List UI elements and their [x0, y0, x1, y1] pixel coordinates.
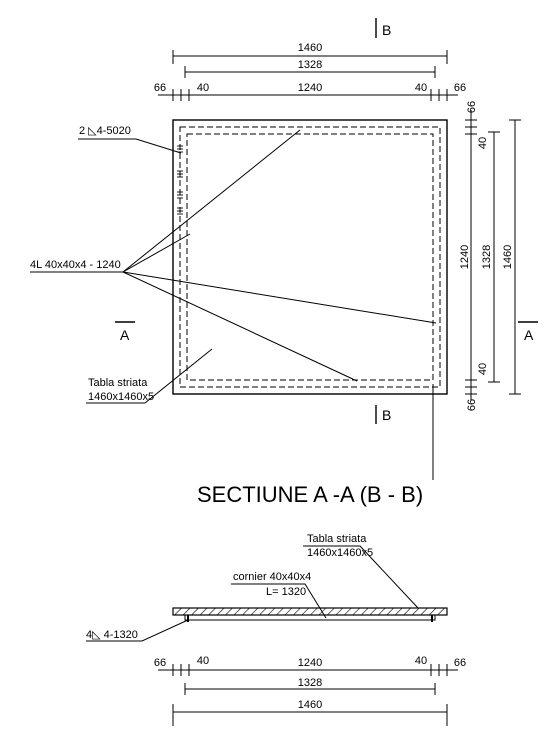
right-dimension-lines	[465, 110, 521, 400]
dim-left-edge-top: 66	[154, 82, 166, 94]
section-dim-left-edge: 66	[154, 657, 166, 669]
section-title: SECTIUNE A -A (B - B)	[197, 482, 423, 507]
angle-frame-inner	[186, 133, 434, 381]
top-dimension-lines	[158, 50, 458, 101]
angle-frame-outer	[179, 126, 441, 388]
section-a-label-left: A	[120, 327, 130, 343]
section-b-label-top: B	[382, 22, 391, 38]
section-angle-label-line1: cornier 40x40x4	[233, 571, 311, 583]
dim-left-angle-top: 40	[197, 82, 209, 94]
dim-right-bottom-edge: 66	[466, 399, 478, 411]
dim-right-middle: 1240	[459, 245, 471, 269]
dim-right-edge-top: 66	[454, 82, 466, 94]
dim-right-top-angle: 40	[477, 137, 489, 149]
leader-lines	[30, 129, 437, 480]
section-dim-middle: 1240	[298, 657, 322, 669]
dim-inner-top: 1328	[298, 59, 322, 71]
section-dim-overall: 1460	[298, 699, 322, 711]
dim-right-bottom-angle: 40	[477, 363, 489, 375]
dim-right-angle-top: 40	[415, 82, 427, 94]
plate-outline	[172, 119, 448, 395]
plan-view	[30, 18, 538, 480]
dim-overall-top: 1460	[298, 42, 322, 54]
section-dimension-lines	[158, 664, 458, 726]
dim-right-top-edge: 66	[466, 101, 478, 113]
section-a-label-right: A	[524, 327, 534, 343]
plate-callout-line1: Tabla striata	[88, 377, 148, 389]
plate-callout-line2: 1460x1460x5	[88, 391, 154, 403]
section-dim-inner: 1328	[298, 677, 322, 689]
section-view	[86, 545, 458, 726]
section-angle	[184, 614, 436, 621]
section-plate-label-line2: 1460x1460x5	[307, 547, 373, 559]
dim-right-inner: 1328	[481, 245, 493, 269]
section-leaders	[86, 545, 419, 642]
weld-callout: 2 ◺4-5020	[79, 125, 131, 137]
plan-text: B B A A 1460 1328 66 40 1240 40 66 66 40…	[30, 22, 534, 423]
section-plate	[172, 607, 448, 616]
section-b-label-bottom: B	[382, 407, 391, 423]
section-angle-label-line2: L= 1320	[266, 586, 306, 598]
section-dim-right-angle: 40	[415, 655, 427, 667]
section-plate-label-line1: Tabla striata	[307, 533, 367, 545]
dim-right-overall: 1460	[502, 245, 514, 269]
section-dim-left-angle: 40	[197, 655, 209, 667]
section-weld-label: 4◺ 4-1320	[86, 629, 138, 641]
section-dim-right-edge: 66	[454, 657, 466, 669]
angle-callout: 4L 40x40x4 - 1240	[30, 259, 121, 271]
dim-middle-top: 1240	[298, 82, 322, 94]
section-text: Tabla striata 1460x1460x5 cornier 40x40x…	[86, 533, 466, 711]
weld-ticks	[177, 145, 183, 215]
